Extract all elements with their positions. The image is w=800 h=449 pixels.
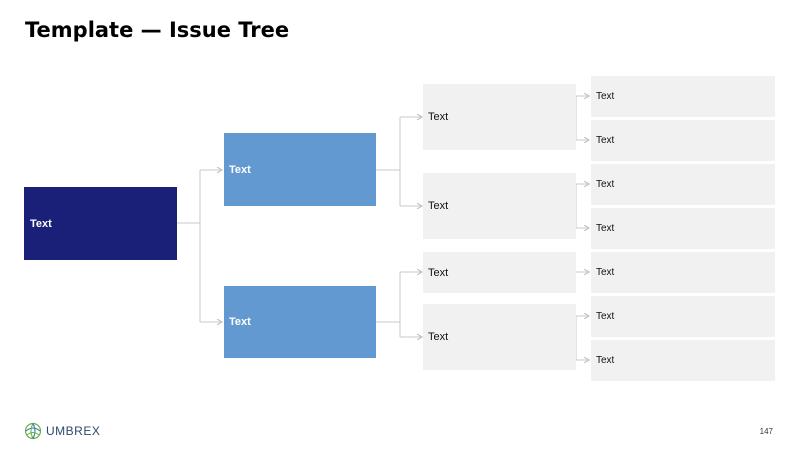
tree-level3-node-5: Text bbox=[591, 252, 775, 293]
tree-level1-node-b: Text bbox=[224, 286, 376, 358]
slide-title: Template — Issue Tree bbox=[25, 18, 290, 42]
tree-level3-node-4: Text bbox=[591, 208, 775, 249]
tree-level2-node-1: Text bbox=[423, 84, 576, 150]
tree-level3-node-1: Text bbox=[591, 76, 775, 117]
tree-root-node: Text bbox=[24, 187, 177, 260]
connector-a bbox=[376, 117, 401, 206]
tree-level3-node-7: Text bbox=[591, 340, 775, 381]
tree-level1-node-a: Text bbox=[224, 133, 376, 206]
tree-level2-node-3: Text bbox=[423, 252, 576, 293]
tree-level3-node-3: Text bbox=[591, 164, 775, 205]
logo-text: UMBREX bbox=[46, 424, 101, 438]
connector-b bbox=[376, 272, 401, 337]
tree-level2-node-2: Text bbox=[423, 173, 576, 239]
umbrex-logo-icon bbox=[24, 422, 42, 440]
tree-level3-node-2: Text bbox=[591, 120, 775, 161]
umbrex-logo: UMBREX bbox=[24, 422, 100, 440]
tree-level3-node-6: Text bbox=[591, 296, 775, 337]
connector-root bbox=[177, 170, 201, 322]
page-number: 147 bbox=[759, 427, 773, 436]
tree-level2-node-4: Text bbox=[423, 304, 576, 370]
